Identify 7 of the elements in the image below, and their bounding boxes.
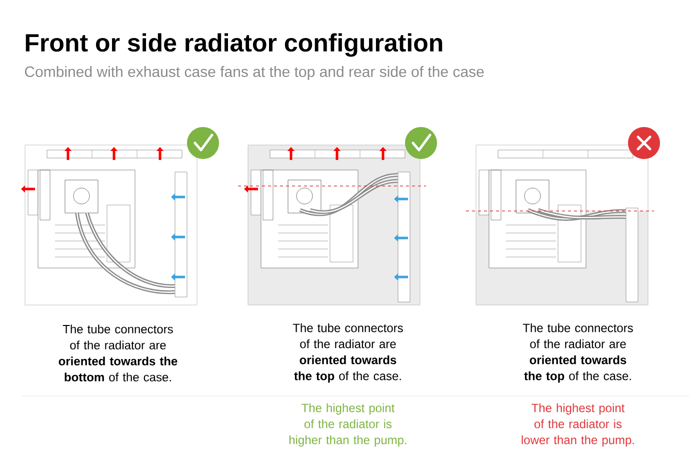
note: The highest point of the radiator is lower than the pump. xyxy=(522,403,634,447)
title: Front or side radiator configuration xyxy=(26,33,442,57)
description: The tube connectors of the radiator are oriented towards the top of the case. xyxy=(292,323,403,383)
description: The tube connectors of the radiator are oriented towards the top of the case. xyxy=(522,323,633,383)
note: The highest point of the radiator is higher than the pump. xyxy=(289,403,406,447)
description: The tube connectors of the radiator are oriented towards the bottom of the case. xyxy=(58,324,178,382)
subtitle: Combined with exhaust case fans at the top and rear side of the case xyxy=(24,66,484,80)
